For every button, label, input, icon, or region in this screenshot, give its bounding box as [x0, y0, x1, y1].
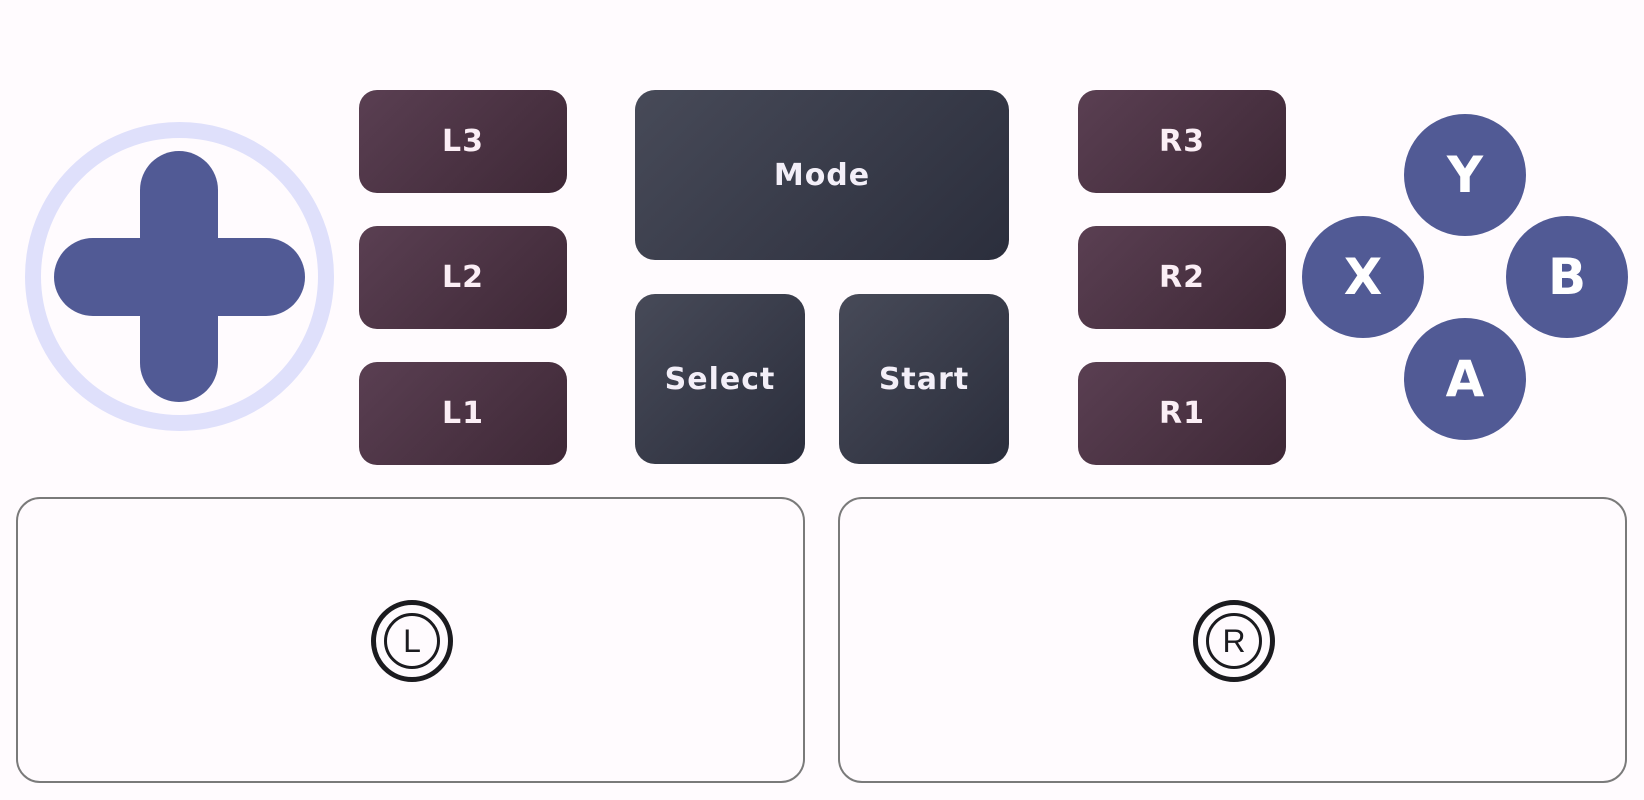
- l3-label: L3: [442, 124, 484, 159]
- select-label: Select: [664, 361, 776, 397]
- x-label: X: [1343, 248, 1383, 306]
- l2-label: L2: [442, 260, 484, 295]
- r3-label: R3: [1159, 124, 1205, 159]
- r1-button[interactable]: R1: [1078, 362, 1286, 465]
- r1-label: R1: [1159, 396, 1205, 431]
- mode-label: Mode: [773, 157, 871, 193]
- y-button[interactable]: Y: [1404, 114, 1526, 236]
- dpad-horizontal-bar[interactable]: [54, 238, 305, 316]
- b-button[interactable]: B: [1506, 216, 1628, 338]
- l2-button[interactable]: L2: [359, 226, 567, 329]
- right-touchpad[interactable]: R: [838, 497, 1627, 783]
- a-button[interactable]: A: [1404, 318, 1526, 440]
- right-stick-icon: R: [1193, 600, 1275, 682]
- r3-button[interactable]: R3: [1078, 90, 1286, 193]
- start-button[interactable]: Start: [839, 294, 1009, 464]
- mode-button[interactable]: Mode: [635, 90, 1009, 260]
- left-touchpad[interactable]: L: [16, 497, 805, 783]
- b-label: B: [1547, 248, 1587, 306]
- r2-label: R2: [1159, 260, 1205, 295]
- l1-button[interactable]: L1: [359, 362, 567, 465]
- right-stick-label: R: [1206, 613, 1262, 669]
- l1-label: L1: [442, 396, 484, 431]
- start-label: Start: [878, 361, 970, 397]
- l3-button[interactable]: L3: [359, 90, 567, 193]
- r2-button[interactable]: R2: [1078, 226, 1286, 329]
- select-button[interactable]: Select: [635, 294, 805, 464]
- a-label: A: [1445, 350, 1485, 408]
- y-label: Y: [1446, 146, 1484, 204]
- x-button[interactable]: X: [1302, 216, 1424, 338]
- left-stick-label: L: [384, 613, 440, 669]
- left-stick-icon: L: [371, 600, 453, 682]
